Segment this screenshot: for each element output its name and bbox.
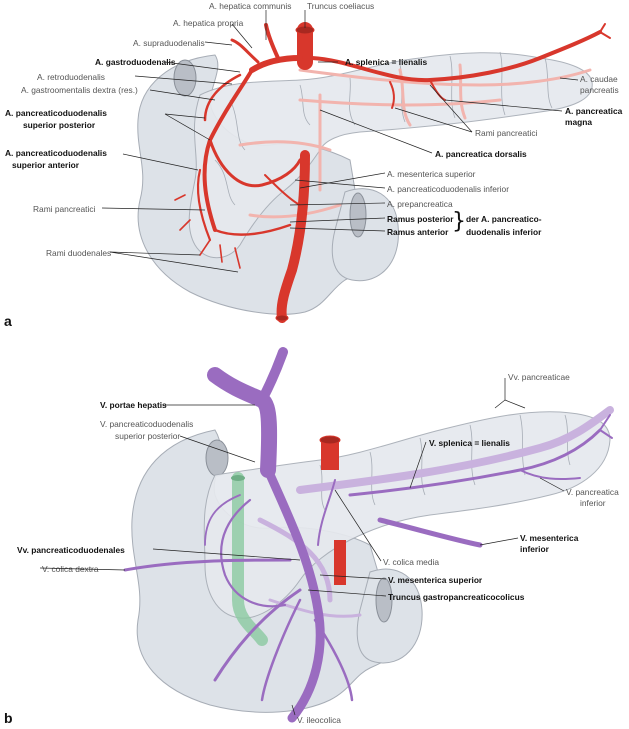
label-hepatica-communis: A. hepatica communis xyxy=(209,1,292,11)
aorta-opening-b xyxy=(319,435,341,445)
label-caudae-2: pancreatis xyxy=(580,85,619,95)
label-truncus-coeliacus: Truncus coeliacus xyxy=(307,1,375,11)
label-caudae-1: A. caudae xyxy=(580,74,618,84)
label-rami-pancreatici-right: Rami pancreatici xyxy=(475,128,538,138)
label-pdsp-1: A. pancreaticoduodenalis xyxy=(5,108,107,118)
bile-duct xyxy=(232,472,268,646)
label-pancreatica-inferior-1: V. pancreatica xyxy=(566,487,619,497)
label-retroduodenalis: A. retroduodenalis xyxy=(37,72,105,82)
label-rami-duodenales: Rami duodenales xyxy=(46,248,112,258)
label-mesenterica-superior-a: A. mesenterica superior xyxy=(387,169,476,179)
label-pancreatica-inferior-2: inferior xyxy=(580,498,606,508)
label-splenica-b: V. splenica = lienalis xyxy=(429,438,510,448)
sma-opening xyxy=(275,314,289,322)
label-gastroduodenalis: A. gastroduodenalis xyxy=(95,57,176,67)
panel-label-b: b xyxy=(4,710,13,726)
label-ileocolica: V. ileocolica xyxy=(297,715,341,725)
label-truncus-gpc: Truncus gastropancreaticocolicus xyxy=(388,592,525,602)
label-pancreatica-magna-1: A. pancreatica xyxy=(565,106,623,116)
label-mesenterica-inferior-1: V. mesenterica xyxy=(520,533,579,543)
panel-a-drawing xyxy=(137,22,611,323)
label-gastroomentalis: A. gastroomentalis dextra (res.) xyxy=(21,85,138,95)
vein-network xyxy=(123,347,613,723)
pancreas-a xyxy=(188,52,593,259)
label-der-1: der A. pancreatico- xyxy=(466,214,542,224)
stomach-stump-a xyxy=(173,59,197,97)
duodenum-end-a xyxy=(331,188,399,282)
panel-b-drawing xyxy=(123,347,614,723)
label-pdi: A. pancreaticoduodenalis inferior xyxy=(387,184,509,194)
label-colica-media: V. colica media xyxy=(383,557,440,567)
label-pdsp-2: superior posterior xyxy=(23,120,96,130)
duodenal-lumen-b xyxy=(375,577,393,623)
label-mesenterica-superior-b: V. mesenterica superior xyxy=(388,575,483,585)
panel-label-a: a xyxy=(4,313,12,329)
label-ramus-posterior: Ramus posterior xyxy=(387,214,454,224)
label-mesenterica-inferior-2: inferior xyxy=(520,544,549,554)
label-portae-hepatis: V. portae hepatis xyxy=(100,400,167,410)
label-pancreatica-dorsalis: A. pancreatica dorsalis xyxy=(435,149,527,159)
label-vv-pancreaticae: Vv. pancreaticae xyxy=(508,372,570,382)
label-vpdsp-1: V. pancreaticoduodenalis xyxy=(100,419,194,429)
label-der-2: duodenalis inferior xyxy=(466,227,542,237)
label-supraduodenalis: A. supraduodenalis xyxy=(133,38,205,48)
label-vpdsp-2: superior posterior xyxy=(115,431,181,441)
brace: } xyxy=(452,209,466,234)
label-hepatica-propria: A. hepatica propria xyxy=(173,18,244,28)
label-pdsa-1: A. pancreaticoduodenalis xyxy=(5,148,107,158)
label-prepancreatica: A. prepancreatica xyxy=(387,199,453,209)
label-vv-pancreaticoduodenales: Vv. pancreaticoduodenales xyxy=(17,545,125,555)
bile-duct-opening xyxy=(231,475,245,481)
label-ramus-anterior: Ramus anterior xyxy=(387,227,449,237)
label-pancreatica-magna-2: magna xyxy=(565,117,592,127)
artery-network xyxy=(174,22,611,323)
artery-network-light xyxy=(238,63,592,219)
label-pdsa-2: superior anterior xyxy=(12,160,80,170)
label-rami-pancreatici-left: Rami pancreatici xyxy=(33,204,96,214)
label-splenica-a: A. splenica = lienalis xyxy=(345,57,428,67)
